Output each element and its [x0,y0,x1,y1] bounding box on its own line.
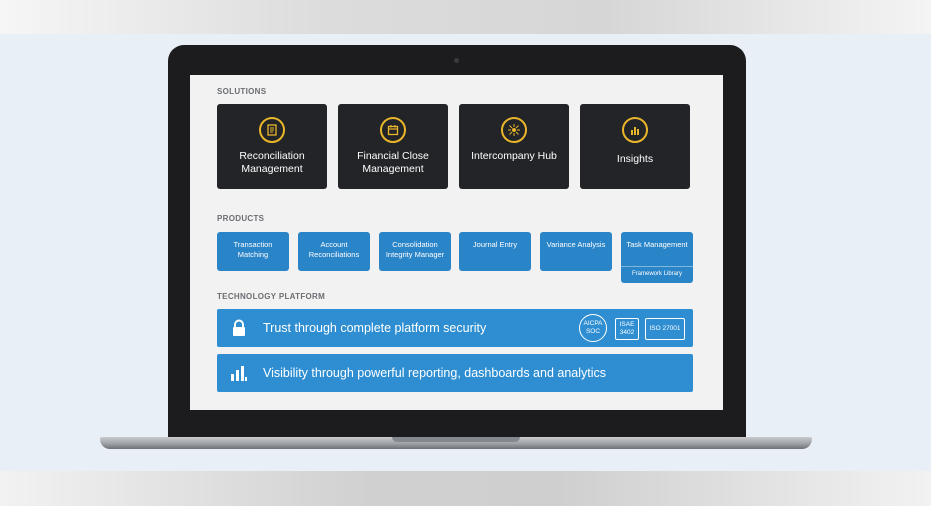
solution-card-intercompany[interactable]: Intercompany Hub [459,104,569,189]
product-label: Task Management [626,240,688,249]
top-background-strip [0,0,931,34]
platform-heading: TECHNOLOGY PLATFORM [217,292,326,301]
product-sub-label: Framework Library [621,266,693,281]
product-label: Consolidation Integrity Manager [385,240,445,259]
bar-chart-icon [622,117,648,143]
solution-label: Insights [616,153,654,165]
solution-card-reconciliation[interactable]: Reconciliation Management [217,104,327,189]
solution-label: Reconciliation Management [239,150,305,175]
bottom-background-strip [0,471,931,506]
product-label: Journal Entry [472,240,518,249]
product-card-journal-entry[interactable]: Journal Entry [459,232,531,271]
calendar-icon [380,117,406,143]
solution-card-financial-close[interactable]: Financial Close Management [338,104,448,189]
laptop-bezel: SOLUTIONS Reconciliation Management Fina… [168,45,746,441]
solution-card-insights[interactable]: Insights [580,104,690,189]
product-card-account-reconciliations[interactable]: Account Reconciliations [298,232,370,271]
iso-27001-badge: ISO 27001 [645,318,685,340]
network-hub-icon [501,117,527,143]
solution-label: Intercompany Hub [471,150,557,162]
lock-icon [233,319,245,336]
product-label: Transaction Matching [233,240,273,259]
reporting-text: Visibility through powerful reporting, d… [263,366,607,380]
product-label: Variance Analysis [546,240,606,249]
product-card-consolidation-integrity[interactable]: Consolidation Integrity Manager [379,232,451,271]
laptop-notch [392,437,520,442]
bar-chart-icon [231,366,247,381]
security-bar[interactable]: Trust through complete platform security… [217,309,693,347]
document-icon [259,117,285,143]
products-heading: PRODUCTS [217,214,265,223]
solution-label: Financial Close Management [357,150,429,175]
product-label: Account Reconciliations [308,240,360,259]
webcam [454,58,459,63]
aicpa-soc-badge: AICPA SOC [579,314,607,342]
product-card-task-management[interactable]: Task Management Framework Library [621,232,693,283]
reporting-bar[interactable]: Visibility through powerful reporting, d… [217,354,693,392]
laptop-screen: SOLUTIONS Reconciliation Management Fina… [190,75,723,410]
solutions-heading: SOLUTIONS [217,87,267,96]
laptop-base [100,437,812,449]
isae-3402-badge: ISAE 3402 [615,318,639,340]
product-card-variance-analysis[interactable]: Variance Analysis [540,232,612,271]
security-text: Trust through complete platform security [263,321,487,335]
product-card-transaction-matching[interactable]: Transaction Matching [217,232,289,271]
